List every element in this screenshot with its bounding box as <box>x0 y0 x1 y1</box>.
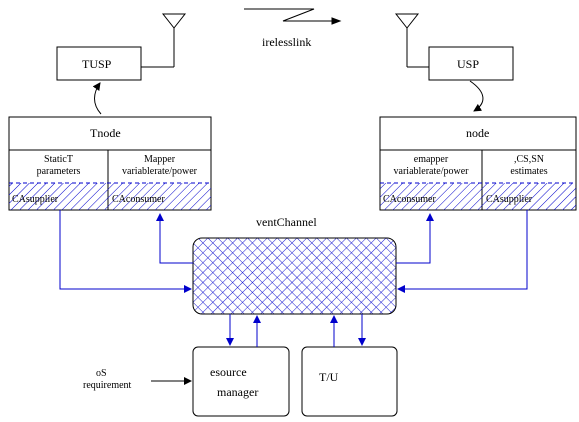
left-supplier-label: CAsupplier <box>12 194 59 205</box>
right-consumer-label: CAconsumer <box>383 194 436 205</box>
tnode-title: Tnode <box>90 126 121 140</box>
usp-box <box>428 46 514 81</box>
mapper-line2: variablerate/power <box>122 166 197 177</box>
mapper-line1: Mapper <box>143 154 176 165</box>
estimates-line2: estimates <box>510 166 548 177</box>
right-antenna-icon <box>394 13 429 68</box>
tusp-label: TUSP <box>82 57 112 71</box>
left-antenna-icon <box>141 13 187 68</box>
static-params-line1: StaticT <box>44 154 73 165</box>
tnode-hatch <box>9 183 211 210</box>
tusp-box <box>56 46 142 81</box>
estimates-line1: ,CS,SN <box>513 154 544 165</box>
wireless-link-icon <box>244 8 342 25</box>
emapper-line2: variablerate/power <box>393 166 469 177</box>
tu-box <box>301 346 398 417</box>
event-channel-label: ventChannel <box>256 215 317 229</box>
node-title: node <box>466 126 490 140</box>
tnode-to-tusp-arrow <box>92 82 102 115</box>
emapper-line1: emapper <box>413 154 449 165</box>
qos-line2: requirement <box>83 380 132 391</box>
static-params-line2: parameters <box>36 166 81 177</box>
right-connectors <box>396 210 528 293</box>
left-consumer-label: CAconsumer <box>112 194 165 205</box>
resource-manager-box <box>192 346 290 417</box>
bottom-connectors <box>226 314 366 347</box>
event-channel <box>192 237 397 315</box>
tu-label: T/U <box>319 370 339 384</box>
left-connectors <box>59 210 193 293</box>
right-supplier-label: CAsupplier <box>486 194 533 205</box>
resource-manager-line1: esource <box>210 365 247 379</box>
node-hatch <box>380 183 576 210</box>
usp-label: USP <box>457 57 480 71</box>
usp-to-node-arrow <box>469 80 484 112</box>
wireless-link-label: irelesslink <box>262 35 312 49</box>
resource-manager-line2: manager <box>217 385 259 399</box>
qos-line1: oS <box>96 368 107 379</box>
